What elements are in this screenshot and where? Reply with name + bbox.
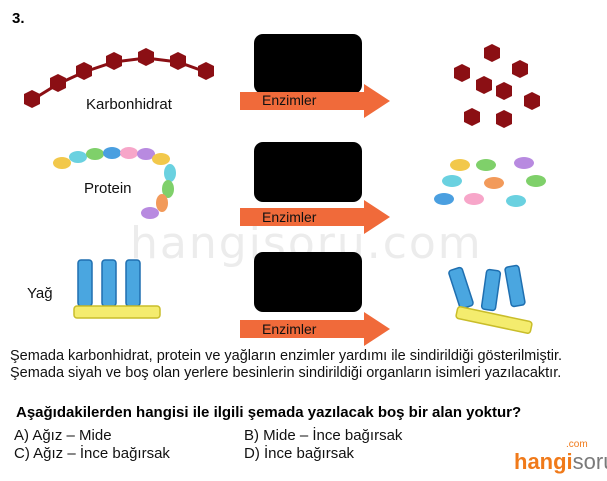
enzyme-arrow-label-1: Enzimler xyxy=(262,92,317,108)
question-number: 3. xyxy=(12,10,25,27)
protein-label: Protein xyxy=(84,180,132,197)
digested-carbohydrate-illustration xyxy=(454,44,540,128)
blank-box-protein xyxy=(254,142,362,202)
protein-chain-illustration xyxy=(53,147,176,219)
blank-box-carbohydrate xyxy=(254,34,362,94)
description-text: Şemada karbonhidrat, protein ve yağların… xyxy=(10,348,563,381)
blank-box-fat xyxy=(254,252,362,312)
fat-molecule-illustration xyxy=(73,259,161,319)
enzyme-arrow-label-3: Enzimler xyxy=(262,321,317,337)
option-c[interactable]: C) Ağız – İnce bağırsak xyxy=(14,445,170,462)
option-d[interactable]: D) İnce bağırsak xyxy=(244,445,355,462)
carbohydrate-label: Karbonhidrat xyxy=(86,96,172,113)
enzyme-arrow-label-2: Enzimler xyxy=(262,209,317,225)
enzyme-arrow-carbohydrate xyxy=(240,84,390,118)
option-b[interactable]: B) Mide – İnce bağırsak xyxy=(244,427,403,444)
carbohydrate-chain-illustration xyxy=(24,48,214,108)
question-text: Aşağıdakilerden hangisi ile ilgili şemad… xyxy=(16,404,522,421)
digested-protein-illustration xyxy=(434,157,546,207)
option-a[interactable]: A) Ağız – Mide xyxy=(14,427,112,444)
logo-hangi: hangi xyxy=(514,449,573,474)
enzyme-arrow-protein xyxy=(240,200,390,234)
site-logo: hangisoru .com xyxy=(514,439,607,475)
digested-fat-illustration xyxy=(448,264,533,334)
logo-com: .com xyxy=(566,439,588,450)
fat-label: Yağ xyxy=(27,285,53,302)
enzyme-arrow-fat xyxy=(240,312,390,346)
logo-soru: soru xyxy=(572,449,607,474)
